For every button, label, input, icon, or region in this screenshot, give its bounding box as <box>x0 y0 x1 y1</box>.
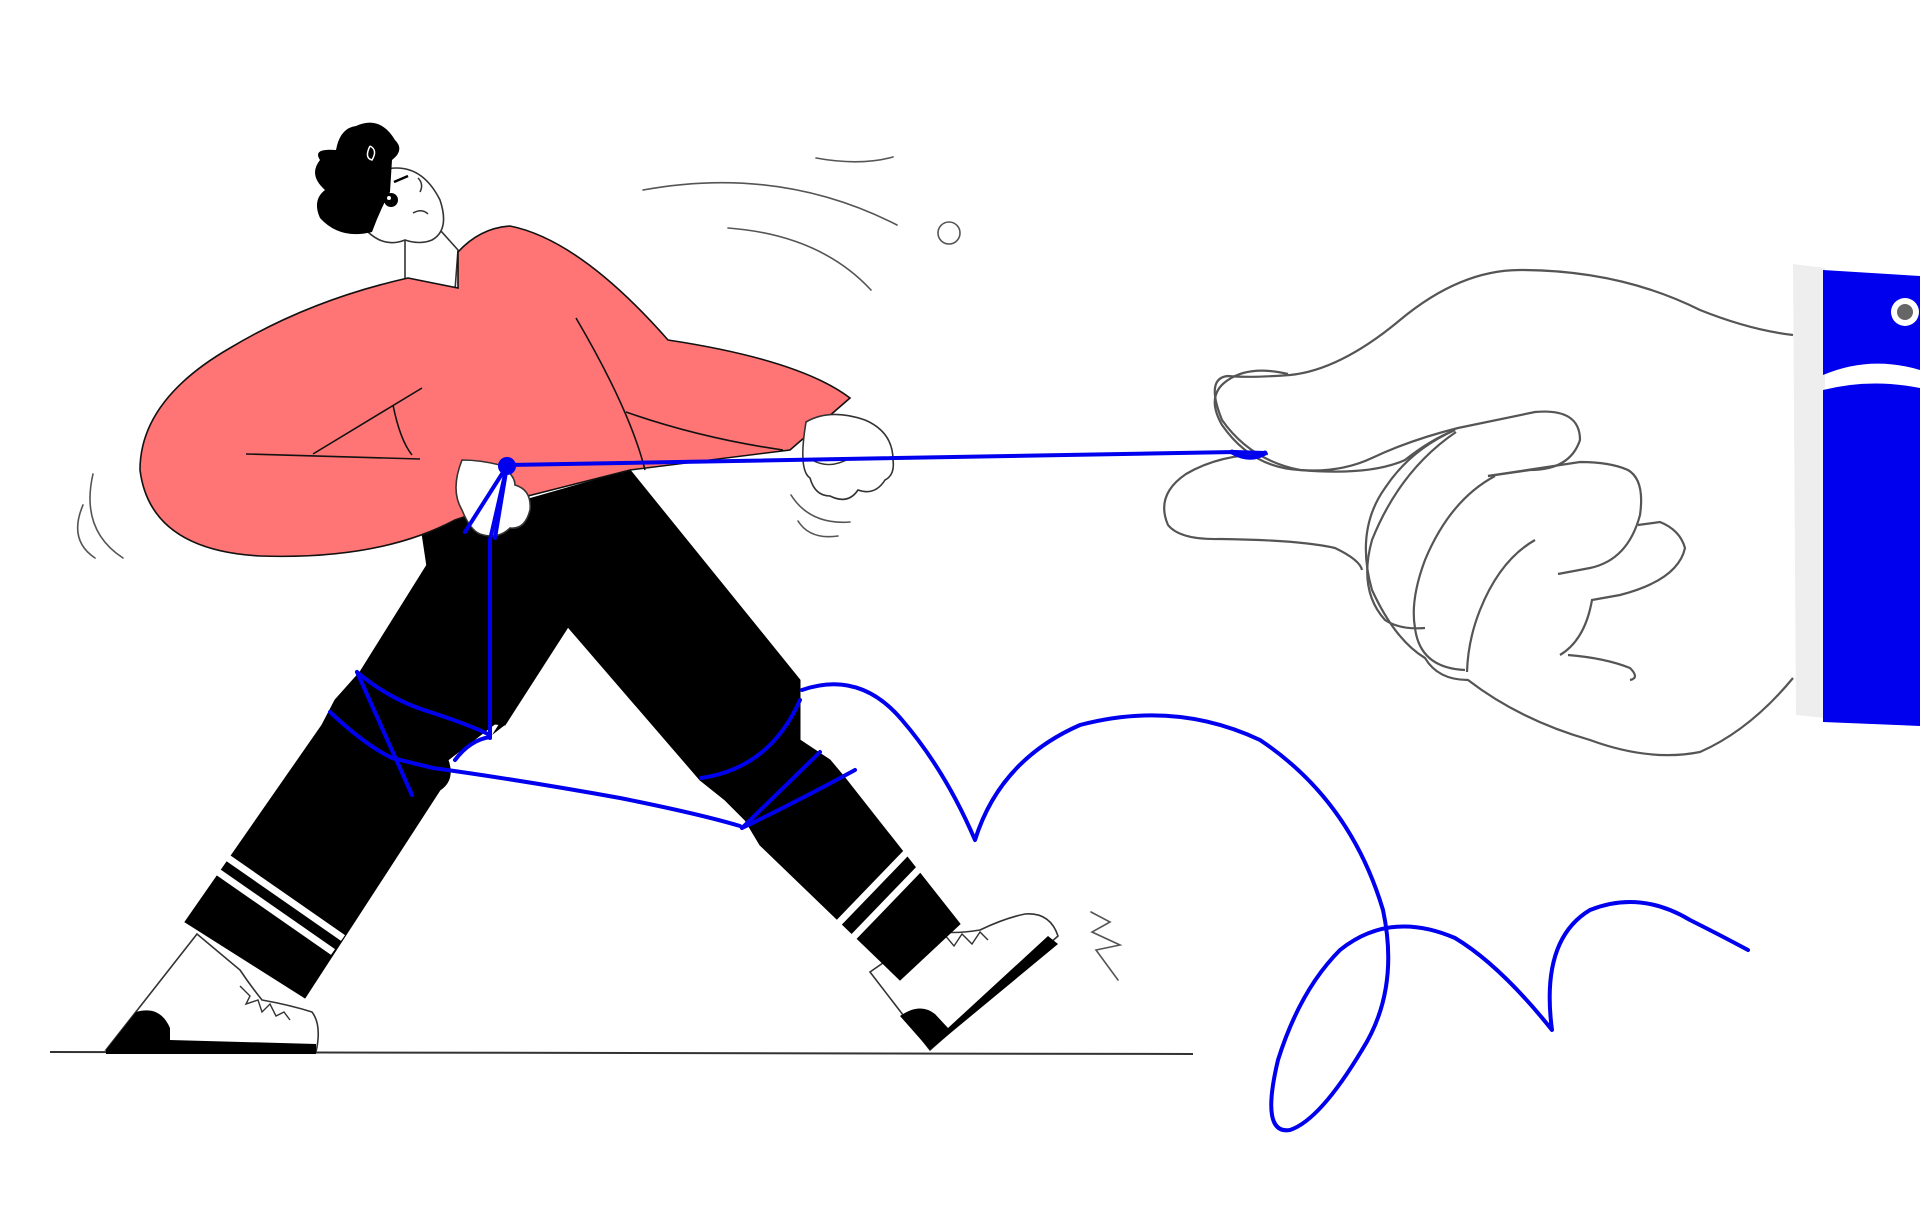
hand-outline <box>1213 268 1794 757</box>
shirt-cuff <box>1793 264 1825 718</box>
puppet-string-icon <box>328 449 1750 1133</box>
index-finger <box>1213 369 1582 478</box>
puppeteer-hand-icon <box>1163 264 1920 757</box>
puppet-person-icon <box>104 122 1059 1054</box>
sweater <box>139 225 852 558</box>
head <box>315 122 445 244</box>
back-shoe <box>104 932 320 1054</box>
thumb <box>1163 452 1364 571</box>
sleeve <box>1823 270 1920 726</box>
motion-lines <box>76 156 1123 981</box>
pants <box>184 469 961 999</box>
